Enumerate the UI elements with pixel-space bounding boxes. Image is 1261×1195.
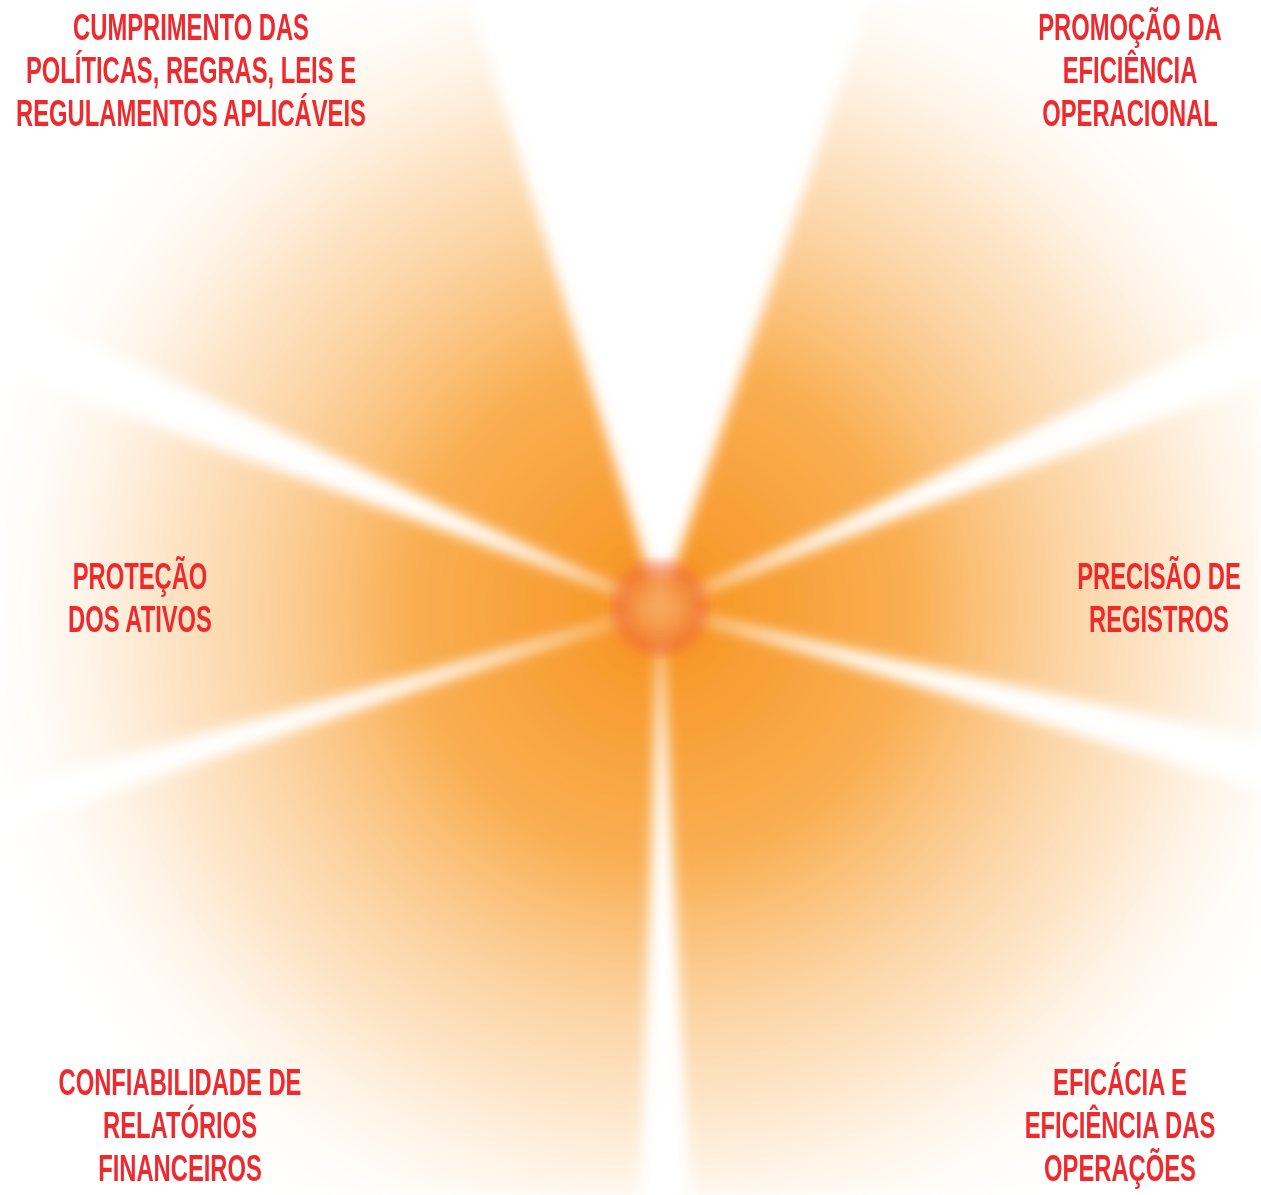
objective-label: PROTEÇÃO DOS ATIVOS [61,555,219,641]
objective-label: CUMPRIMENTO DAS POLÍTICAS, REGRAS, LEIS … [6,6,376,135]
ray [660,608,1261,1195]
ray [0,608,660,1195]
objective-label: CONFIABILIDADE DE RELATÓRIOS FINANCEIROS [51,1061,308,1190]
center-ring [618,566,702,650]
objective-label: PRECISÃO DE REGISTROS [1064,555,1255,641]
center-glow [614,562,706,654]
objective-label: EFICÁCIA E EFICIÊNCIA DAS OPERAÇÕES [1011,1061,1229,1190]
objective-label: PROMOÇÃO DA EFICIÊNCIA OPERACIONAL [1021,6,1239,135]
